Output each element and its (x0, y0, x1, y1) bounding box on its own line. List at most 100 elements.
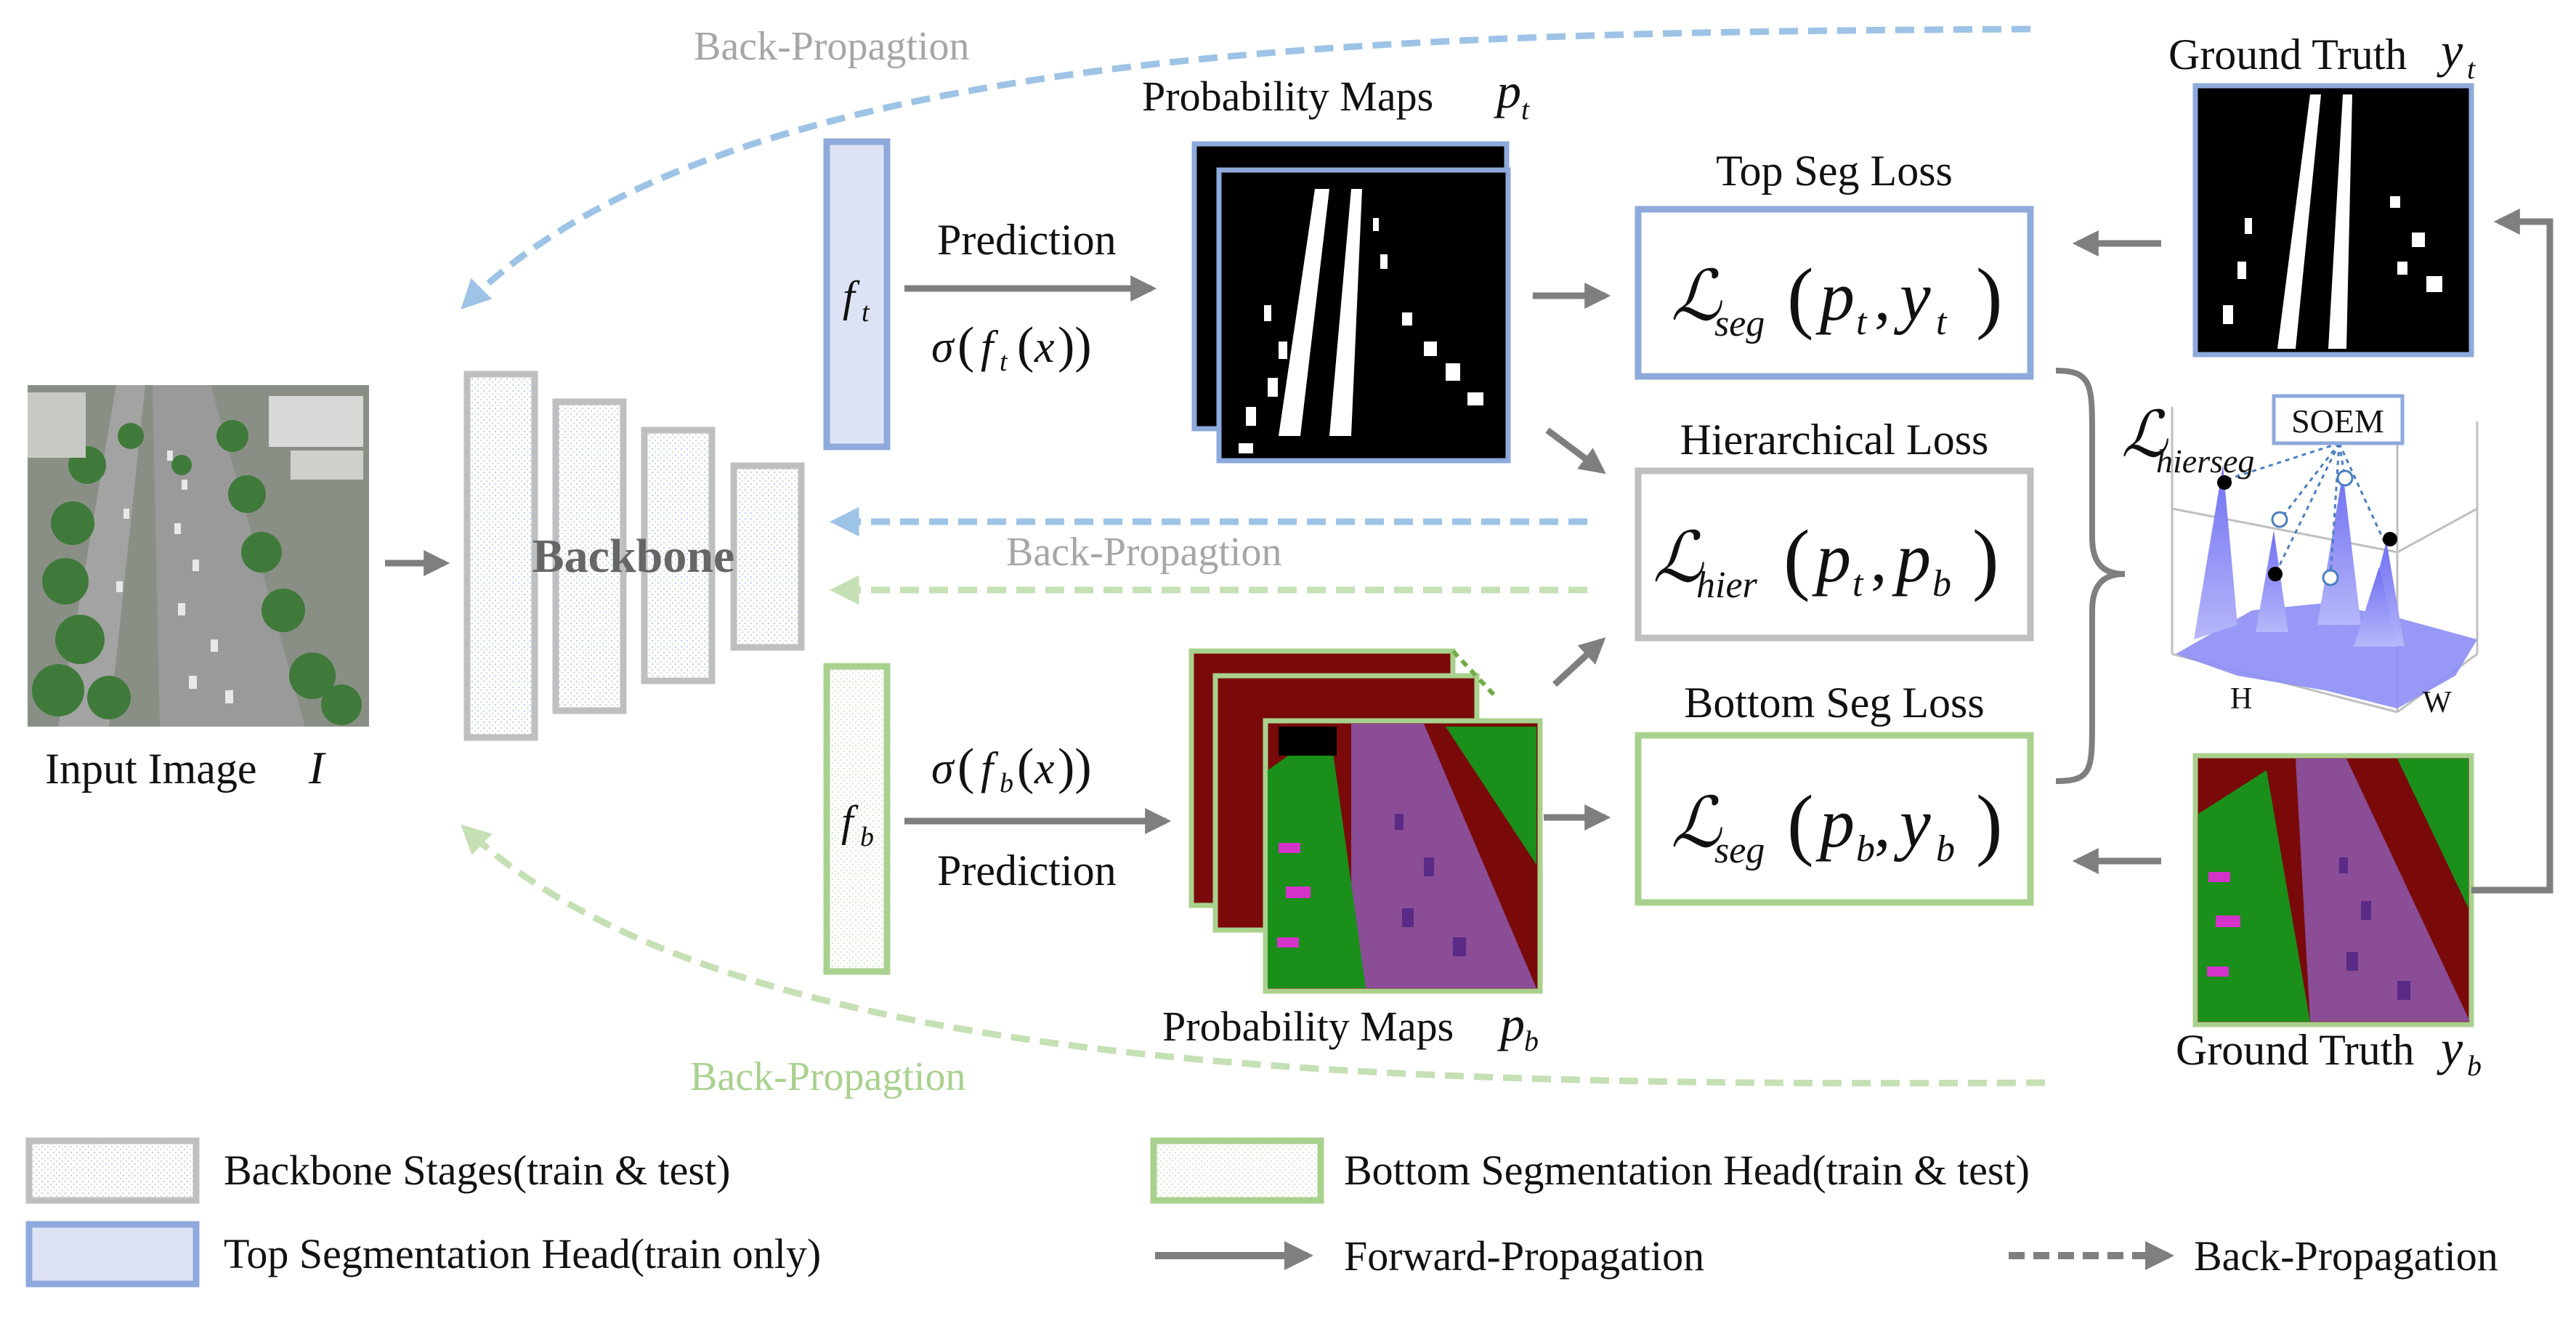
svg-text:(: ( (1017, 739, 1034, 795)
svg-text:(: ( (957, 318, 974, 373)
ground-truth-arrows (2072, 209, 2553, 894)
svg-text:ℒ: ℒ (1671, 257, 1722, 335)
svg-text:)): )) (1058, 739, 1092, 795)
svg-text:t: t (1521, 93, 1530, 126)
svg-text:σ: σ (931, 323, 955, 372)
svg-text:σ: σ (931, 744, 955, 793)
probability-maps-bottom: Probability Maps p b (1162, 648, 1543, 1057)
legend-backbone-stages: Backbone Stages(train & test) (25, 1137, 730, 1204)
svg-text:Prediction: Prediction (937, 847, 1117, 894)
loss-brace (2055, 368, 2126, 784)
svg-text:Bottom Seg Loss: Bottom Seg Loss (1684, 679, 1984, 727)
svg-text:t: t (1856, 302, 1868, 343)
svg-text:(: ( (1787, 779, 1814, 868)
input-image-symbol: I (308, 742, 326, 793)
svg-text:,: , (1874, 789, 1891, 861)
svg-text:(: ( (1783, 514, 1810, 602)
svg-text:Bottom Segmentation Head(train: Bottom Segmentation Head(train & test) (1344, 1147, 2030, 1194)
svg-text:Back-Propagation: Back-Propagation (2194, 1232, 2498, 1280)
svg-text:b: b (1856, 828, 1875, 870)
input-image: Input Image I (28, 385, 369, 793)
svg-text:t: t (1936, 302, 1948, 343)
svg-text:): ) (1976, 779, 2003, 868)
back-propagation-middle: Back-Propagtion (829, 506, 1587, 605)
svg-text:t: t (862, 297, 870, 328)
svg-text:p: p (1892, 519, 1931, 597)
soem-plot: ℒ hierseg (2121, 394, 2479, 719)
svg-text:Ground Truth: Ground Truth (2168, 31, 2407, 78)
svg-text:(: ( (1017, 318, 1034, 373)
svg-text:b: b (1936, 828, 1955, 870)
svg-text:Probability Maps: Probability Maps (1162, 1003, 1454, 1050)
prediction-top: Prediction σ ( f t ( x )) (904, 216, 1157, 377)
svg-text:SOEM: SOEM (2291, 403, 2384, 440)
svg-text:(: ( (1787, 252, 1814, 341)
svg-text:y: y (1893, 784, 1931, 862)
svg-text:p: p (1497, 996, 1525, 1051)
ground-truth-top: Ground Truth y t (2168, 23, 2476, 358)
svg-text:b: b (2467, 1049, 2482, 1082)
svg-text:W: W (2423, 686, 2452, 719)
ground-truth-bottom: Ground Truth y b (2176, 753, 2482, 1082)
back-propagation-top: Back-Propagtion (461, 24, 2031, 310)
legend: Backbone Stages(train & test) Top Segmen… (25, 1137, 2498, 1288)
svg-text:seg: seg (1714, 303, 1765, 344)
svg-text:b: b (1000, 768, 1013, 799)
hierarchical-loss: Hierarchical Loss ℒ hier ( p t , p b ) (1635, 416, 2034, 642)
svg-text:Backbone Stages(train & test): Backbone Stages(train & test) (224, 1147, 730, 1194)
bottom-seg-loss: Bottom Seg Loss ℒ seg ( p b , y b ) (1635, 679, 2034, 906)
svg-text:p: p (1815, 257, 1855, 335)
prediction-bottom: σ ( f b ( x )) Prediction (904, 739, 1172, 894)
legend-forward-propagation: Forward-Propagation (1155, 1232, 1704, 1280)
legend-bottom-head: Bottom Segmentation Head(train & test) (1150, 1137, 2030, 1204)
svg-text:ℒ: ℒ (1671, 784, 1722, 862)
svg-text:t: t (1000, 347, 1008, 377)
svg-text:p: p (1815, 784, 1855, 862)
bottom-head: f b (823, 663, 891, 975)
forward-arrows-to-losses (1533, 283, 1611, 831)
back-propagation-top-label: Back-Propagtion (694, 24, 969, 69)
backbone-stage-3 (641, 427, 716, 684)
svg-text:)): )) (1058, 318, 1092, 373)
top-head: f t (823, 138, 891, 451)
back-propagation-bottom: Back-Propagtion (461, 824, 2046, 1099)
svg-text:t: t (2467, 52, 2476, 85)
svg-text:hier: hier (1696, 565, 1758, 606)
backbone-stage-1 (463, 371, 538, 741)
backbone-stage-2 (552, 398, 627, 714)
probability-maps-top: Probability Maps p t (1142, 63, 1530, 464)
svg-text:Ground Truth: Ground Truth (2176, 1026, 2414, 1074)
svg-text:,: , (1874, 262, 1891, 334)
svg-text:ℒ: ℒ (2121, 400, 2168, 471)
svg-text:Top Seg Loss: Top Seg Loss (1716, 147, 1953, 195)
svg-text:y: y (2437, 23, 2463, 78)
svg-text:): ) (1976, 252, 2003, 341)
svg-text:Top Segmentation Head(train on: Top Segmentation Head(train only) (224, 1230, 821, 1277)
svg-text:Prediction: Prediction (937, 216, 1117, 264)
svg-text:b: b (1932, 563, 1951, 605)
legend-back-propagation: Back-Propagation (2009, 1232, 2498, 1280)
svg-text:x: x (1034, 744, 1055, 793)
svg-text:H: H (2230, 682, 2252, 716)
svg-text:Forward-Propagation: Forward-Propagation (1344, 1232, 1704, 1280)
svg-text:): ) (1972, 514, 1999, 602)
legend-top-head: Top Segmentation Head(train only) (25, 1221, 821, 1288)
back-propagation-middle-label: Back-Propagtion (1006, 530, 1281, 575)
svg-text:Hierarchical Loss: Hierarchical Loss (1680, 416, 1989, 464)
svg-text:f: f (981, 744, 999, 793)
backbone-stage-4 (730, 462, 805, 651)
svg-text:p: p (1812, 519, 1851, 597)
svg-text:hierseg: hierseg (2156, 443, 2254, 480)
top-seg-loss: Top Seg Loss ℒ seg ( p t , y t ) (1635, 147, 2034, 380)
svg-text:Probability Maps: Probability Maps (1142, 73, 1433, 120)
svg-text:ℒ: ℒ (1653, 519, 1704, 597)
input-image-label: Input Image (45, 745, 257, 793)
svg-text:,: , (1871, 524, 1887, 596)
svg-text:y: y (1893, 257, 1931, 335)
svg-text:seg: seg (1714, 830, 1765, 871)
svg-text:y: y (2437, 1020, 2463, 1075)
svg-text:(: ( (957, 739, 974, 795)
svg-text:f: f (981, 323, 999, 372)
backbone: Backbone (385, 371, 805, 741)
svg-text:b: b (860, 822, 874, 852)
